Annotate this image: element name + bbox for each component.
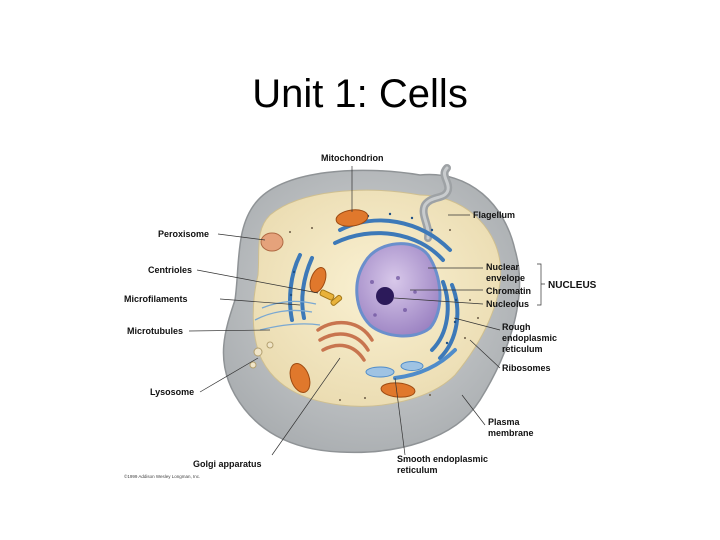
label-rough-er-2: endoplasmic: [502, 333, 557, 343]
label-ribosomes: Ribosomes: [502, 363, 551, 373]
label-peroxisome: Peroxisome: [158, 229, 209, 239]
label-plasma-membrane-1: Plasma: [488, 417, 521, 427]
label-flagellum: Flagellum: [473, 210, 515, 220]
mitochondria-shapes: [289, 209, 416, 398]
nucleolus-shape: [376, 287, 394, 305]
centrioles-shape: [319, 289, 343, 306]
label-microfilaments: Microfilaments: [124, 294, 188, 304]
label-nuclear-envelope-1: Nuclear: [486, 262, 520, 272]
slide-title: Unit 1: Cells: [252, 72, 468, 116]
smooth-er-shape: [365, 361, 424, 378]
label-mitochondrion: Mitochondrion: [321, 153, 384, 163]
label-chromatin: Chromatin: [486, 286, 531, 296]
label-rough-er-1: Rough: [502, 322, 531, 332]
label-centrioles: Centrioles: [148, 265, 192, 275]
label-rough-er-3: reticulum: [502, 344, 543, 354]
golgi-shape: [316, 320, 374, 362]
label-microtubules: Microtubules: [127, 326, 183, 336]
label-lysosome: Lysosome: [150, 387, 194, 397]
label-nuclear-envelope-2: envelope: [486, 273, 525, 283]
nucleus-bracket: [537, 263, 545, 306]
peroxisome-shape: [260, 232, 284, 252]
label-nucleus-group: NUCLEUS: [548, 280, 597, 291]
label-golgi-apparatus: Golgi apparatus: [193, 459, 262, 469]
label-smooth-er-2: reticulum: [397, 465, 438, 475]
label-plasma-membrane-2: membrane: [488, 428, 534, 438]
label-nucleolus: Nucleolus: [486, 299, 529, 309]
copyright-notice: ©1999 Addison Wesley Longman, Inc.: [124, 473, 200, 479]
nucleus-shape: [355, 242, 442, 338]
label-smooth-er-1: Smooth endoplasmic: [397, 454, 488, 464]
